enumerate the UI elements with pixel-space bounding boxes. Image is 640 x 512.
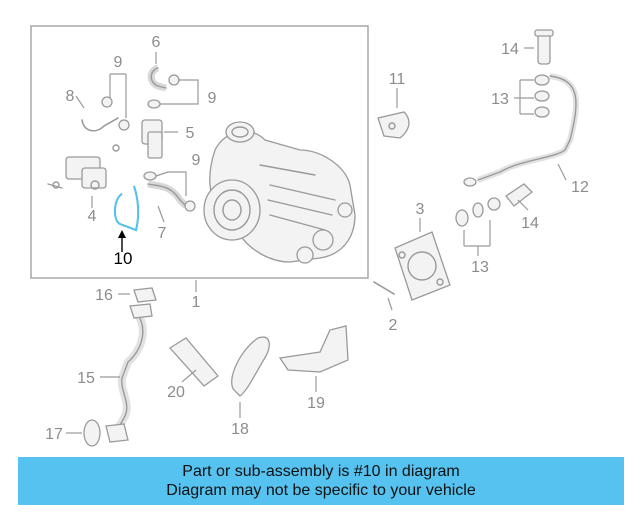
part-3-gasket[interactable] [394,231,451,301]
callout-11[interactable]: 11 [389,71,406,88]
banner-line-part: Part or sub-assembly is #10 in diagram [182,463,460,480]
callout-9-top[interactable]: 9 [114,54,123,71]
callout-8[interactable]: 8 [66,88,75,105]
callout-19[interactable]: 19 [307,395,325,412]
part-11-bracket[interactable] [377,111,410,139]
part-10-hose-highlighted[interactable] [114,185,140,232]
callout-13-top[interactable]: 13 [491,91,509,108]
banner-line-disclaimer: Diagram may not be specific to your vehi… [166,482,476,499]
callout-17[interactable]: 17 [45,426,63,443]
callout-15[interactable]: 15 [77,370,95,387]
callout-3[interactable]: 3 [416,201,425,218]
callout-labels: 1 2 3 4 5 6 7 8 9 9 9 10 11 12 13 13 14 … [45,34,589,443]
part-13-washers-lower[interactable] [455,202,484,227]
callout-20[interactable]: 20 [167,384,185,401]
part-4-actuator[interactable] [47,156,107,190]
callout-9-right[interactable]: 9 [208,90,217,107]
turbocharger-part[interactable] [203,121,356,264]
part-18-bracket[interactable] [231,336,270,397]
part-15-pipe[interactable] [105,303,153,443]
callout-7[interactable]: 7 [158,225,167,242]
callout-4[interactable]: 4 [88,208,97,225]
part-6-hose[interactable] [147,64,180,109]
callout-9-lower[interactable]: 9 [192,152,201,169]
callout-1[interactable]: 1 [192,294,201,311]
part-13-washers-top[interactable] [534,74,550,118]
callout-10-highlighted[interactable]: 10 [114,249,133,268]
part-12-oil-line[interactable] [463,73,579,187]
callout-14-top[interactable]: 14 [501,41,519,58]
callout-13-lower[interactable]: 13 [471,259,489,276]
part-2-stud[interactable] [373,281,395,295]
callout-14-lower[interactable]: 14 [521,215,539,232]
callout-6[interactable]: 6 [152,34,161,51]
info-banner: Part or sub-assembly is #10 in diagram D… [18,457,624,505]
part-7-hose[interactable] [143,171,196,212]
parts-diagram: 1 2 3 4 5 6 7 8 9 9 9 10 11 12 13 13 14 … [30,25,589,447]
part-14-fitting-lower[interactable] [487,183,533,211]
callout-18[interactable]: 18 [231,421,249,438]
callout-16[interactable]: 16 [95,287,113,304]
part-19-bracket[interactable] [278,325,349,373]
part-14-fitting-top[interactable] [534,29,554,65]
part-20-shield[interactable] [169,337,219,387]
callout-12[interactable]: 12 [571,179,589,196]
callout-5[interactable]: 5 [186,125,195,142]
leader-lines [66,47,567,434]
part-8-hose[interactable] [81,96,130,132]
part-5-valve[interactable] [112,119,163,159]
assembly-group-box [30,25,369,279]
callout-2[interactable]: 2 [389,317,398,334]
part-17-gasket[interactable] [83,419,101,447]
part-16-gasket[interactable] [133,287,157,303]
